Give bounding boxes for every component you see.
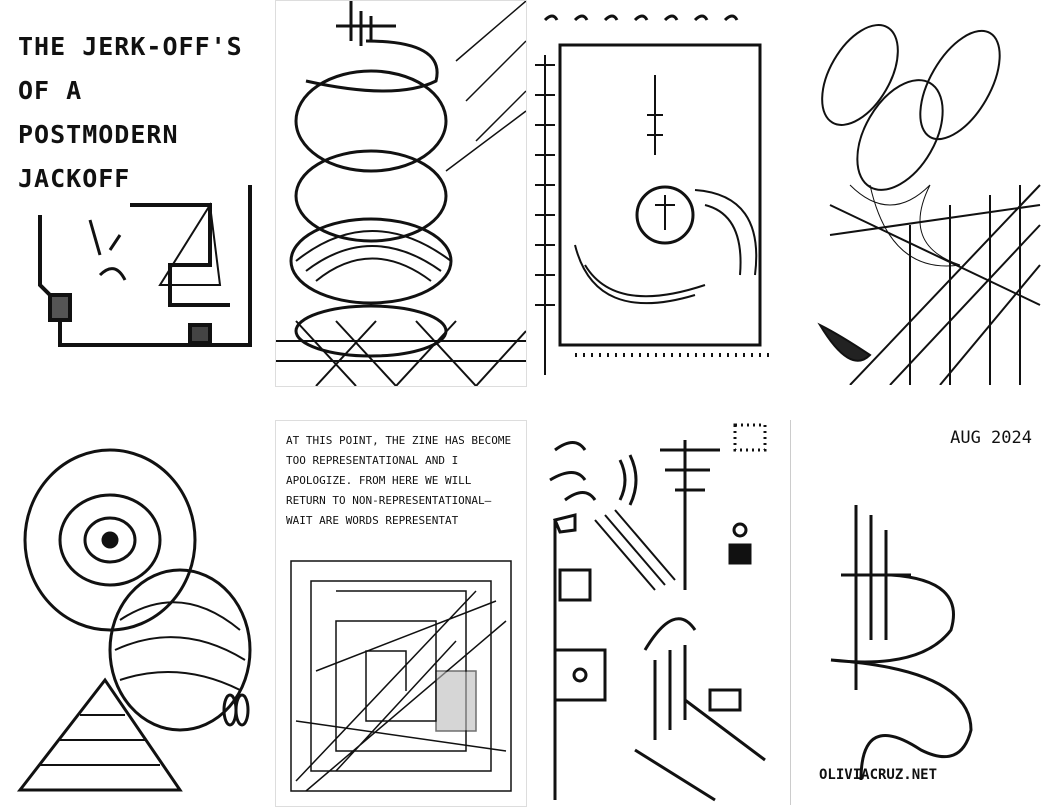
zine-page-landscape — [535, 5, 780, 385]
scribble-drawing — [817, 24, 1041, 385]
pyramid-drawing — [16, 448, 252, 792]
zine-page-geometric — [535, 420, 780, 805]
landscape-drawing — [535, 14, 770, 375]
handwritten-text: AT THIS POINT, THE ZINE HAS BECOME TOO R… — [286, 434, 512, 527]
zine-page-stacked-stones — [275, 0, 527, 387]
cover-title: THE JERK-OFF'S OF A POSTMODERN JACKOFF — [18, 32, 243, 193]
zine-page-pyramid — [10, 420, 265, 805]
zine-page-cover: THE JERK-OFF'S OF A POSTMODERN JACKOFF — [10, 5, 260, 385]
stones-drawing — [276, 1, 526, 386]
geometric-drawing — [549, 423, 767, 802]
cover-doodle — [38, 185, 252, 347]
back-date: AUG 2024 — [950, 428, 1032, 448]
artist-url: OLIVIACRUZ.NET — [819, 767, 938, 783]
back-symbol — [830, 505, 973, 781]
tangle-drawing — [290, 560, 512, 792]
zine-page-scribbles — [790, 5, 1045, 385]
zine-page-text: AT THIS POINT, THE ZINE HAS BECOME TOO R… — [275, 420, 527, 807]
zine-page-back-cover: AUG 2024 OLIVIACRUZ.NET — [790, 420, 1046, 805]
